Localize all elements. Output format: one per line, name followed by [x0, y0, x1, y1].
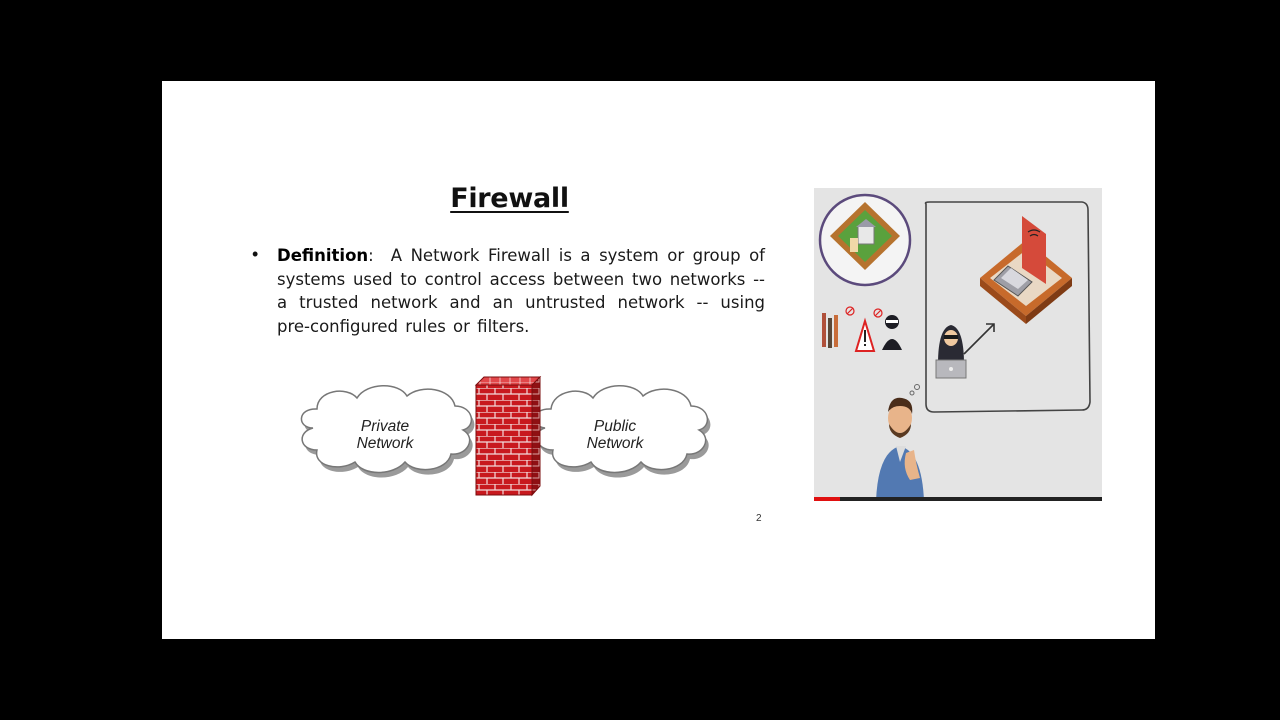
private-cloud-label-line2: Network [357, 435, 415, 452]
video-progress-fill [814, 497, 840, 501]
video-thumbnail[interactable] [814, 188, 1102, 501]
firewall-diagram: Private Network Public Network [300, 376, 711, 497]
protected-laptop-icon [980, 216, 1072, 324]
thinking-man-icon [876, 384, 924, 501]
slide-title: Firewall [450, 183, 569, 214]
hacker-icon [935, 323, 995, 379]
definition-term: Definition [277, 246, 369, 265]
definition-text: Definition: A Network Firewall is a syst… [277, 244, 765, 338]
video-illustration [814, 188, 1102, 501]
bullet-dot-icon: • [252, 244, 259, 264]
public-network-cloud: Public Network [533, 385, 711, 478]
presentation-slide: Firewall • Definition: A Network Firewal… [162, 81, 1155, 639]
threat-icons [822, 306, 902, 352]
house-inset-icon [818, 193, 912, 287]
slide-page-number: 2 [756, 513, 762, 524]
definition-body: A Network Firewall is a system or group … [277, 246, 765, 336]
private-cloud-label-line1: Private [361, 418, 410, 435]
video-progress-bar[interactable] [814, 497, 1102, 501]
private-network-cloud: Private Network [300, 385, 475, 478]
public-cloud-label-line2: Network [587, 435, 645, 452]
brick-firewall-icon [474, 376, 542, 497]
definition-separator: : [368, 246, 374, 265]
definition-bullet: • Definition: A Network Firewall is a sy… [252, 244, 765, 338]
public-cloud-label-line1: Public [594, 418, 636, 435]
